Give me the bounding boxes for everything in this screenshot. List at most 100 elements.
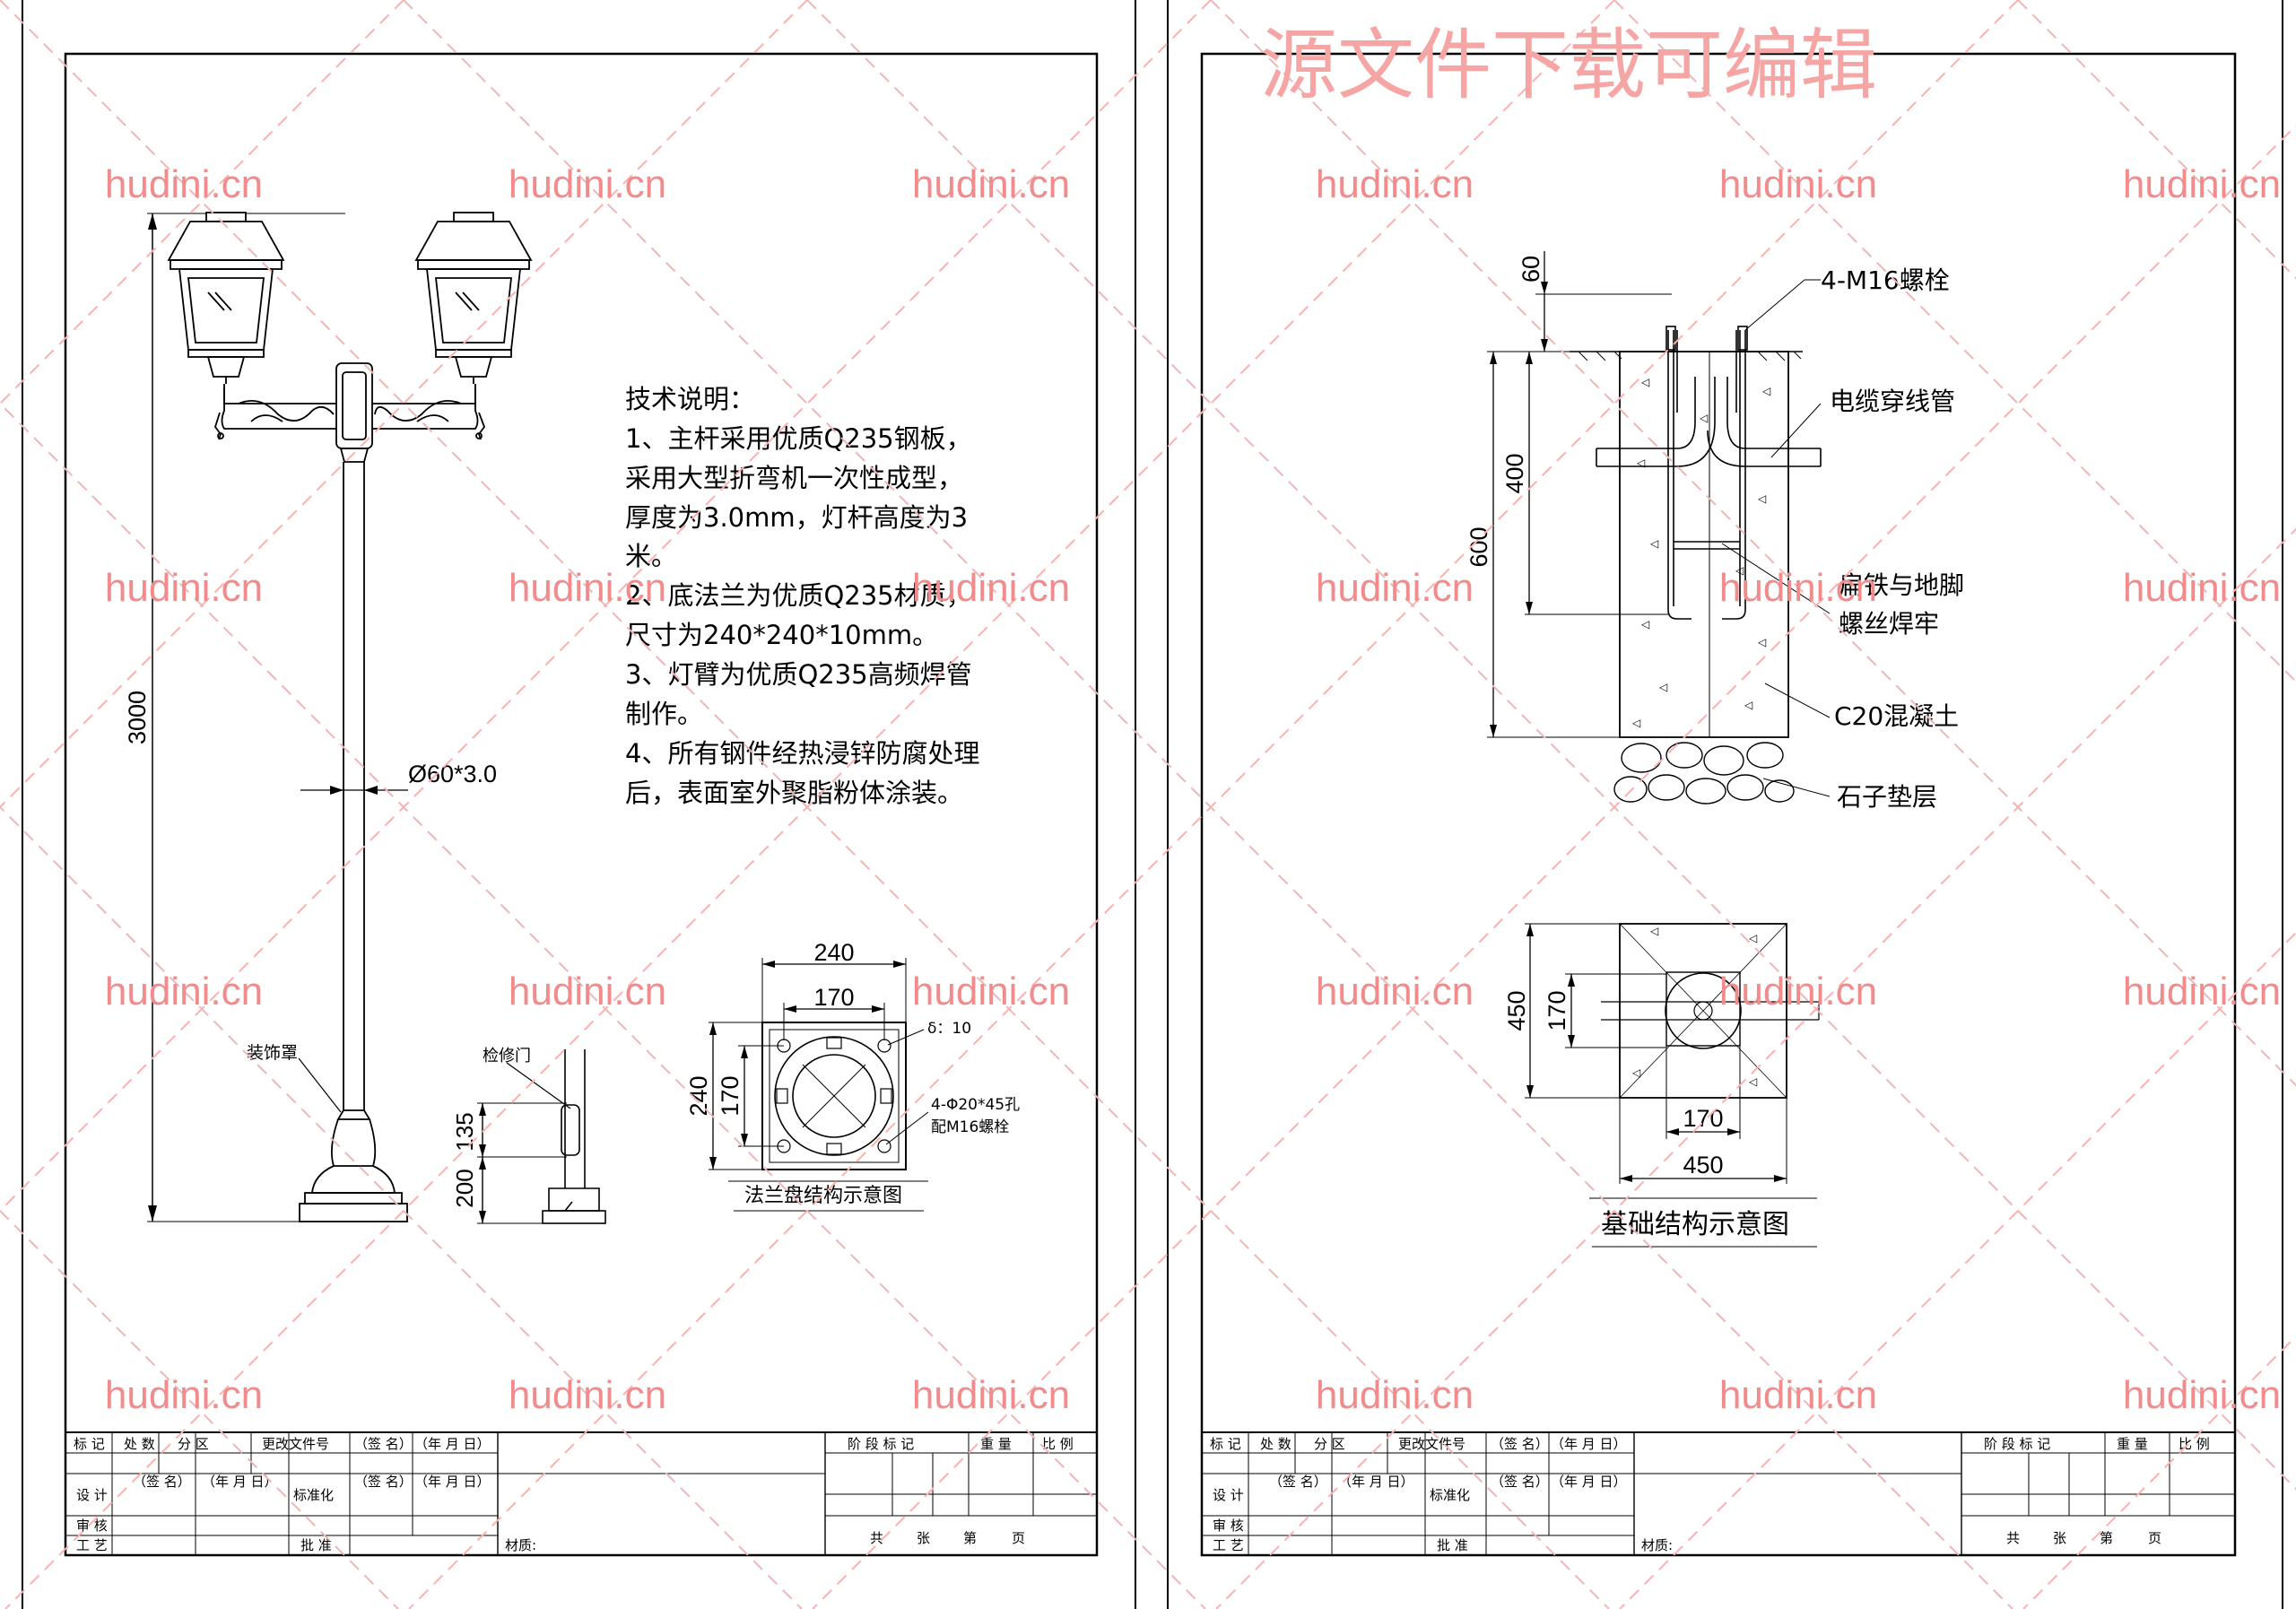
svg-text:◁: ◁	[1748, 932, 1757, 944]
watermark-diagonal	[1613, 0, 2296, 683]
tech-note-0: 技术说明：	[625, 384, 755, 414]
tb-zone: 分 区	[178, 1436, 209, 1452]
tbr-review: 审 核	[1213, 1518, 1244, 1534]
tbr-stage-mark: 阶 段 标 记	[1984, 1436, 2050, 1452]
title-block-left-text: 标 记 处 数 分 区 更改文件号 （签 名） （年 月 日） 设 计 （签 名…	[74, 1436, 1074, 1553]
watermark-site-label: hudini.cn	[2123, 566, 2281, 610]
tbr-date-2: （年 月 日）	[1338, 1474, 1414, 1490]
pole-shaft	[343, 462, 365, 1110]
flange-height-inner: 170	[717, 1075, 744, 1116]
svg-text:◁: ◁	[1744, 699, 1752, 711]
watermark-diagonal	[1210, 0, 2296, 1087]
tech-note-10: 后，表面室外聚脂粉体涂装。	[625, 778, 963, 808]
flange-thickness: δ：10	[927, 1020, 971, 1038]
watermark-diagonal	[0, 0, 1610, 1609]
watermark-diagonal	[0, 0, 404, 405]
tbr-sign: （签 名）	[1491, 1436, 1549, 1452]
tb-count: 处 数	[124, 1436, 155, 1452]
pole-base	[299, 1109, 408, 1222]
svg-text:◁: ◁	[1640, 376, 1649, 388]
tb-total: 共	[870, 1530, 883, 1546]
tb-approve: 批 准	[300, 1537, 332, 1553]
foundation-section: ◁◁◁ ◁◁◁ ◁◁◁ ◁◁◁	[1465, 251, 1964, 812]
watermark-diagonal	[1215, 527, 2296, 1609]
watermark-site-label: hudini.cn	[509, 162, 666, 206]
watermark-diagonal	[0, 402, 1206, 1609]
label-gravel: 石子垫层	[1837, 782, 1937, 812]
watermark-texts: hudini.cn hudini.cn hudini.cn hudini.cn hudi…	[105, 162, 2281, 1417]
watermark-site-label: hudini.cn	[912, 566, 1070, 610]
watermark-site-label: hudini.cn	[509, 566, 666, 610]
watermark-site-label: hudini.cn	[1316, 566, 1474, 610]
svg-text:◁: ◁	[1699, 412, 1708, 424]
tb-material: 材质:	[505, 1537, 536, 1553]
flange-height-outer: 240	[685, 1075, 712, 1116]
tb-scale: 比 例	[1042, 1436, 1074, 1452]
tb-sign-2: （签 名）	[133, 1474, 191, 1490]
tbr-material: 材质:	[1641, 1537, 1673, 1553]
tech-note-3: 厚度为3.0mm，灯杆高度为3	[625, 502, 968, 533]
tbr-process: 工 艺	[1213, 1537, 1244, 1553]
watermark-site-label: hudini.cn	[1719, 566, 1877, 610]
tbr-date-3: （年 月 日）	[1551, 1474, 1627, 1490]
tech-note-7: 3、灯臂为优质Q235高频焊管	[625, 659, 972, 690]
svg-text:◁: ◁	[1757, 492, 1766, 505]
foundation-caption: 基础结构示意图	[1601, 1209, 1789, 1240]
technical-notes: 技术说明： 1、主杆采用优质Q235钢板， 采用大型折弯机一次性成型， 厚度为3…	[625, 384, 979, 808]
watermark-diagonal	[806, 0, 2296, 1491]
pipe-diameter-callout: Ø60*3.0	[300, 761, 497, 795]
watermark-diagonal	[408, 0, 2019, 1609]
svg-text:◁: ◁	[1649, 925, 1658, 937]
watermark-diagonal	[812, 124, 2296, 1609]
tbr-page-no: 第	[2100, 1530, 2113, 1546]
watermark-site-label: hudini.cn	[1719, 162, 1877, 206]
watermark-diagonal	[0, 0, 808, 809]
tb-sheets: 张	[917, 1530, 930, 1546]
label-weld-1: 扁铁与地脚	[1839, 570, 1964, 600]
plan-dim-170-v: 170	[1544, 990, 1570, 1031]
tbr-scale: 比 例	[2179, 1436, 2210, 1452]
tech-note-8: 制作。	[625, 699, 703, 729]
lamp-arms	[214, 384, 486, 440]
pole-capital	[335, 362, 373, 463]
watermark-site-label: hudini.cn	[1316, 162, 1474, 206]
tech-note-1: 1、主杆采用优质Q235钢板，	[625, 423, 972, 454]
svg-text:◁: ◁	[1649, 537, 1658, 550]
label-cable: 电缆穿线管	[1830, 387, 1955, 416]
watermark-site-label: hudini.cn	[509, 970, 666, 1013]
watermark-diagonal	[1619, 931, 2296, 1609]
flange-width-outer: 240	[813, 939, 854, 966]
svg-text:◁: ◁	[1640, 618, 1649, 631]
tb-weight: 重 量	[980, 1436, 1012, 1452]
svg-text:◁: ◁	[1735, 564, 1744, 577]
watermark-diagonal	[403, 0, 2013, 1609]
tb-standard: 标准化	[293, 1487, 334, 1503]
tb-process: 工 艺	[76, 1537, 108, 1553]
watermark-diagonal	[2022, 1335, 2296, 1609]
watermark-site-label: hudini.cn	[912, 970, 1070, 1013]
plan-dim-170-h: 170	[1683, 1105, 1723, 1132]
tb-mark: 标 记	[74, 1436, 105, 1452]
tb-sign: （签 名）	[354, 1436, 413, 1452]
sheet-frames	[22, 0, 2283, 1609]
watermark-site-label: hudini.cn	[1316, 970, 1474, 1013]
plan-dim-450-h: 450	[1683, 1152, 1723, 1178]
lamp-pole-elevation: 3000	[124, 212, 533, 1222]
dim-600: 600	[1465, 526, 1492, 567]
svg-text:◁: ◁	[1631, 1066, 1640, 1079]
tech-note-9: 4、所有钢件经热浸锌防腐处理	[625, 738, 979, 769]
plan-dim-450-v: 450	[1503, 990, 1530, 1031]
watermark-site-label: hudini.cn	[509, 1373, 666, 1417]
tb-page: 页	[1012, 1530, 1025, 1546]
tbr-date: （年 月 日）	[1551, 1436, 1627, 1452]
dim-60: 60	[1518, 256, 1544, 283]
tech-note-5: 2、底法兰为优质Q235材质，	[625, 580, 972, 611]
watermark-diagonal	[0, 0, 1212, 1213]
tech-note-2: 采用大型折弯机一次性成型，	[625, 463, 963, 493]
watermark-site-label: hudini.cn	[105, 970, 263, 1013]
tbr-standard: 标准化	[1430, 1487, 1470, 1503]
right-lantern	[414, 212, 533, 384]
svg-text:◁: ◁	[1636, 457, 1645, 469]
